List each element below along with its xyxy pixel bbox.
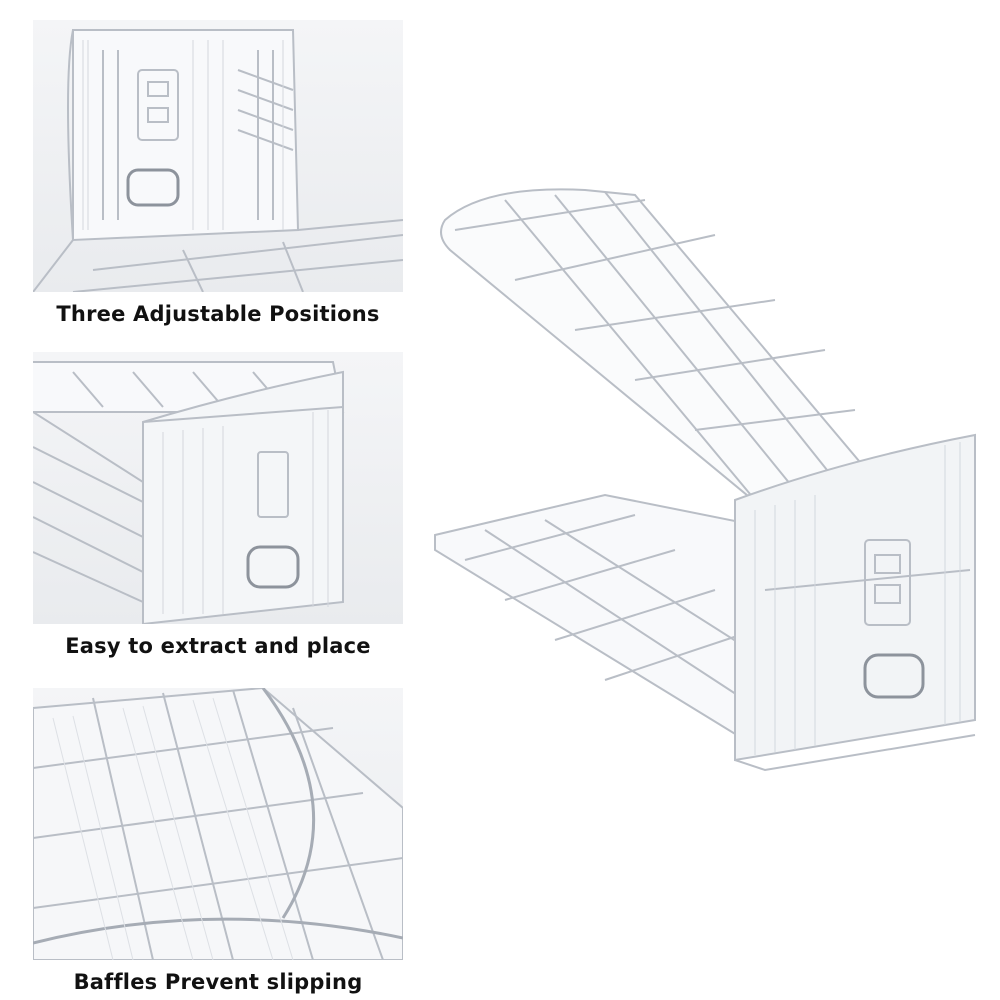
caption-adjustable-positions: Three Adjustable Positions bbox=[56, 302, 380, 326]
feature-image-adjustable-positions bbox=[33, 20, 403, 292]
product-image-shoe-rack bbox=[425, 180, 995, 780]
feature-image-extraction-handle bbox=[33, 352, 403, 624]
caption-extraction-handle: Easy to extract and place bbox=[65, 634, 371, 658]
feature-image-ridged-tray bbox=[33, 688, 403, 960]
caption-ridged-tray: Baffles Prevent slipping bbox=[73, 970, 363, 994]
